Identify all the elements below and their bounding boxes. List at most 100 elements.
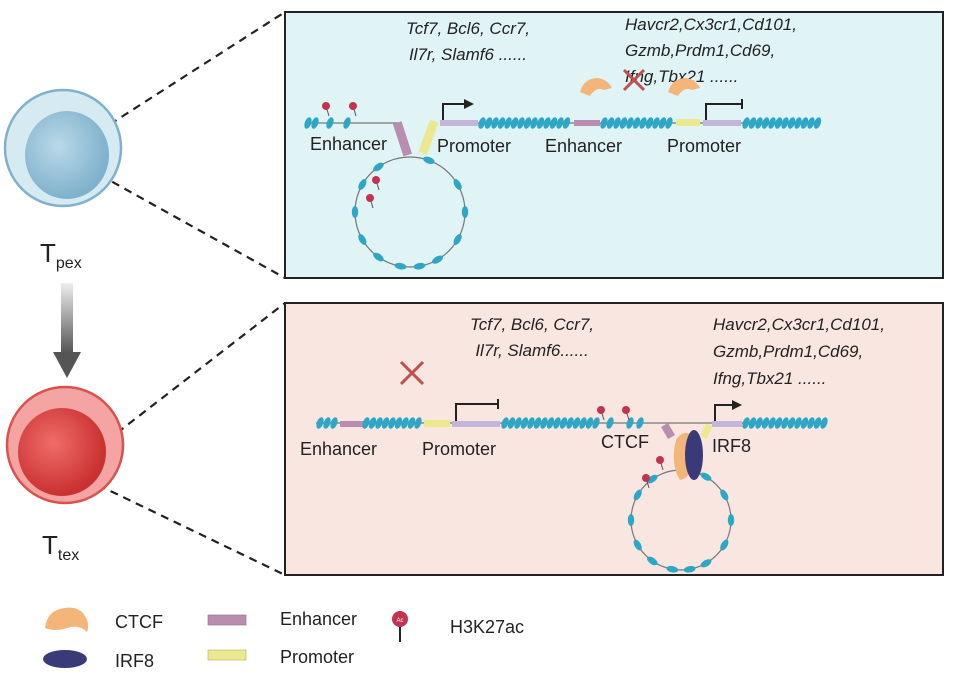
promoter-label: Promoter [437,136,511,156]
nucleosome [761,417,770,429]
nucleosome [742,417,750,429]
nucleosome [807,417,815,429]
h3k27ac-mark [322,102,330,110]
ttex-cell [5,385,125,505]
nucleosome [304,117,312,129]
enhancer-region [661,422,675,440]
enhancer-label: Enhancer [545,136,622,156]
nucleosome [497,117,506,129]
nucleosome [453,234,462,245]
nucleosome [543,117,551,129]
nucleosome [755,417,763,429]
progenitor-genes-line-2: Il7r, Slamf6...... [475,341,588,360]
nucleosome [491,117,499,129]
legend-ctcf-swatch [45,607,89,632]
nucleosome [774,117,783,129]
promoter-region [418,119,439,155]
nucleosome [606,417,614,429]
enhancer-region [574,120,600,126]
nucleosome [761,117,770,129]
nucleosome [619,117,628,129]
nucleosome [536,117,545,129]
legend-enhancer-swatch [207,614,247,626]
nucleosome [647,556,658,566]
nucleosome [787,417,796,429]
nucleosome [645,117,654,129]
transcription-arrow-head [732,400,742,410]
nucleosome [626,417,634,429]
legend-promoter-swatch [207,649,247,661]
nucleosome [530,117,538,129]
nucleosome [394,262,407,270]
nucleosome [559,417,568,429]
nucleosome [432,255,443,264]
nucleosome [381,417,390,429]
ac-badge-text: Ac [396,618,403,624]
nucleosome [592,417,600,429]
nucleosome [781,417,789,429]
nucleosome [768,117,776,129]
exhaustion-genes-line-3: Ifng,Tbx21 ...... [713,369,826,388]
nucleosome [351,206,359,218]
legend-ctcf-label: CTCF [115,612,163,632]
nucleosome [781,117,789,129]
nucleosome [748,417,757,429]
promoter-region [676,119,700,126]
promoter-region [440,120,478,126]
nucleosome [540,417,548,429]
exhaustion-genes-line-1: Havcr2,Cx3cr1,Cd101, [625,15,797,34]
nucleosome [414,417,422,429]
nucleosome [639,117,647,129]
nucleosome [358,179,367,190]
nucleosome [794,117,802,129]
ctcf-protein [580,78,612,96]
nucleosome [647,474,658,484]
nucleosome [517,117,525,129]
nucleosome [720,539,729,551]
nucleosome [388,417,396,429]
promoter-label: Promoter [422,439,496,459]
nucleosome [507,417,516,429]
nucleosome [700,559,712,568]
nucleosome [514,417,522,429]
nucleosome [453,179,462,190]
nucleosome [423,156,435,164]
nucleosome [633,539,642,551]
nucleosome [373,162,384,172]
progenitor-genes-line-2: Il7r, Slamf6 ...... [409,45,527,64]
ttex-label: Ttex [42,530,79,564]
nucleosome [768,417,776,429]
exhaustion-genes-line-3: Ifng,Tbx21 ...... [625,67,738,86]
nucleosome [520,417,529,429]
nucleosome [375,417,383,429]
nucleosome [311,117,319,129]
blocked-transcription-icon [455,403,498,421]
nucleosome [720,489,729,501]
ttex-chromatin-panel [284,302,944,576]
nucleosome [549,117,558,129]
ctcf-label: CTCF [601,432,649,452]
legend: CTCF IRF8 Enhancer Promoter Ac H3K27ac [43,607,524,671]
exhaustion-genes-line-2: Gzmb,Prdm1,Cd69, [625,41,775,60]
h3k27ac-mark [349,102,357,110]
legend-irf8-label: IRF8 [115,651,154,671]
legend-promoter-label: Promoter [280,647,354,667]
nucleosome [600,117,608,129]
exhaustion-genes-line-2: Gzmb,Prdm1,Cd69, [713,342,863,361]
nucleosome [807,117,815,129]
h3k27ac-mark [366,194,374,202]
nucleosome [774,417,783,429]
transcription-arrow-icon [442,103,466,120]
legend-h3k27ac-label: H3K27ac [450,617,524,637]
nucleosome [407,417,416,429]
enhancer-region [392,121,413,157]
promoter-region [452,421,500,427]
progenitor-genes-line-1: Tcf7, Bcl6, Ccr7, [470,315,594,334]
nucleosome [755,117,763,129]
nucleosome [748,117,757,129]
nucleosome [613,117,621,129]
nucleosome [368,417,377,429]
nucleosome [478,117,486,129]
legend-irf8-swatch [43,650,87,668]
nucleosome [504,117,512,129]
